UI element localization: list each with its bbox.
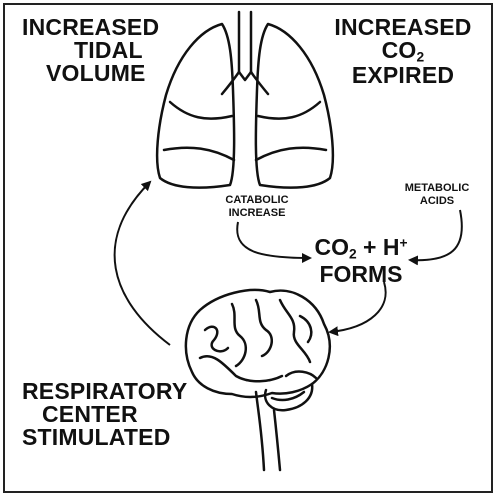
label-co2-h-forms: CO2 + H+ FORMS [306,236,416,286]
co-text: CO [381,37,417,63]
lungs-icon [155,10,335,189]
label-line: CENTER [42,401,138,427]
label-increased-tidal-volume: INCREASED TIDAL VOLUME [22,16,159,85]
label-line: METABOLIC [404,182,470,194]
label-line: STIMULATED [22,424,171,450]
label-respiratory-center-stimulated: RESPIRATORY CENTER STIMULATED [22,380,187,449]
label-line: INCREASE [228,207,286,220]
label-line: TIDAL [74,37,143,63]
label-line: VOLUME [46,60,146,86]
label-line: EXPIRED [351,62,455,89]
flow-arrows [113,180,463,346]
label-line: FORMS [319,261,403,288]
arrow-metabolic-to-forms [408,209,463,266]
label-line: CATABOLIC [225,194,289,206]
label-line: INCREASED [22,14,160,40]
co-text: CO [314,234,349,260]
arrow-catabolic-to-forms [236,221,312,263]
brain-icon [184,288,332,472]
label-line: RESPIRATORY [22,378,188,404]
label-increased-co2-expired: INCREASED CO2 EXPIRED [328,16,478,87]
label-line: CO2 [328,39,478,64]
subscript-2: 2 [348,246,357,262]
plus-h-text: + H [356,234,400,260]
label-line: INCREASED [334,14,472,40]
label-catabolic-increase: CATABOLIC INCREASE [212,194,302,220]
arrow-forms-to-brain [328,281,387,337]
superscript-plus: + [399,235,408,251]
label-line: CO2 + H+ [306,236,416,261]
arrow-brain-to-lungs [113,180,171,346]
label-line: ACIDS [419,195,455,208]
subscript-2: 2 [416,49,425,65]
label-metabolic-acids: METABOLIC ACIDS [392,182,482,208]
